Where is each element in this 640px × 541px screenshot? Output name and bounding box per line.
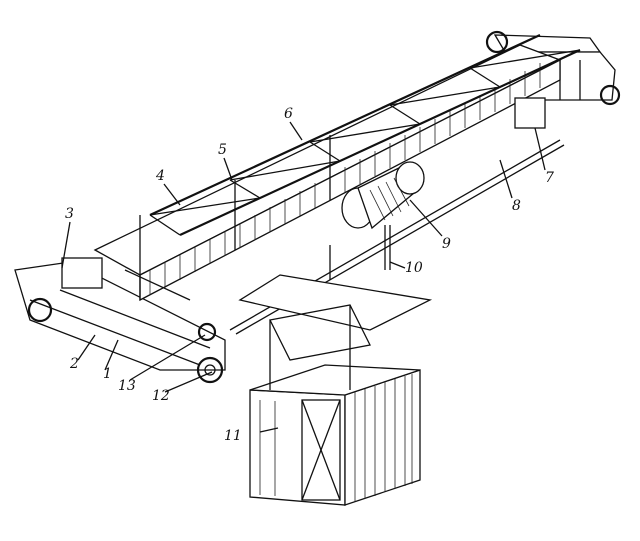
walkway-truss <box>124 34 581 301</box>
callout-13: 13 <box>118 378 136 394</box>
platform <box>238 245 433 331</box>
end-carriage-near <box>14 257 226 384</box>
trolley-hoist <box>341 161 425 270</box>
operator-cabin <box>249 304 421 506</box>
callout-3: 3 <box>65 206 74 222</box>
callout-8: 8 <box>512 198 521 214</box>
callout-2: 2 <box>69 356 79 372</box>
callout-5: 5 <box>218 142 227 158</box>
callout-12: 12 <box>152 388 170 404</box>
callout-9: 9 <box>442 236 451 252</box>
callout-11: 11 <box>224 428 242 444</box>
callout-1: 1 <box>103 366 112 382</box>
callout-7: 7 <box>545 170 554 186</box>
callout-6: 6 <box>284 106 293 122</box>
callout-4: 4 <box>155 168 165 184</box>
callout-10: 10 <box>405 260 423 276</box>
leader-lines <box>61 121 546 433</box>
